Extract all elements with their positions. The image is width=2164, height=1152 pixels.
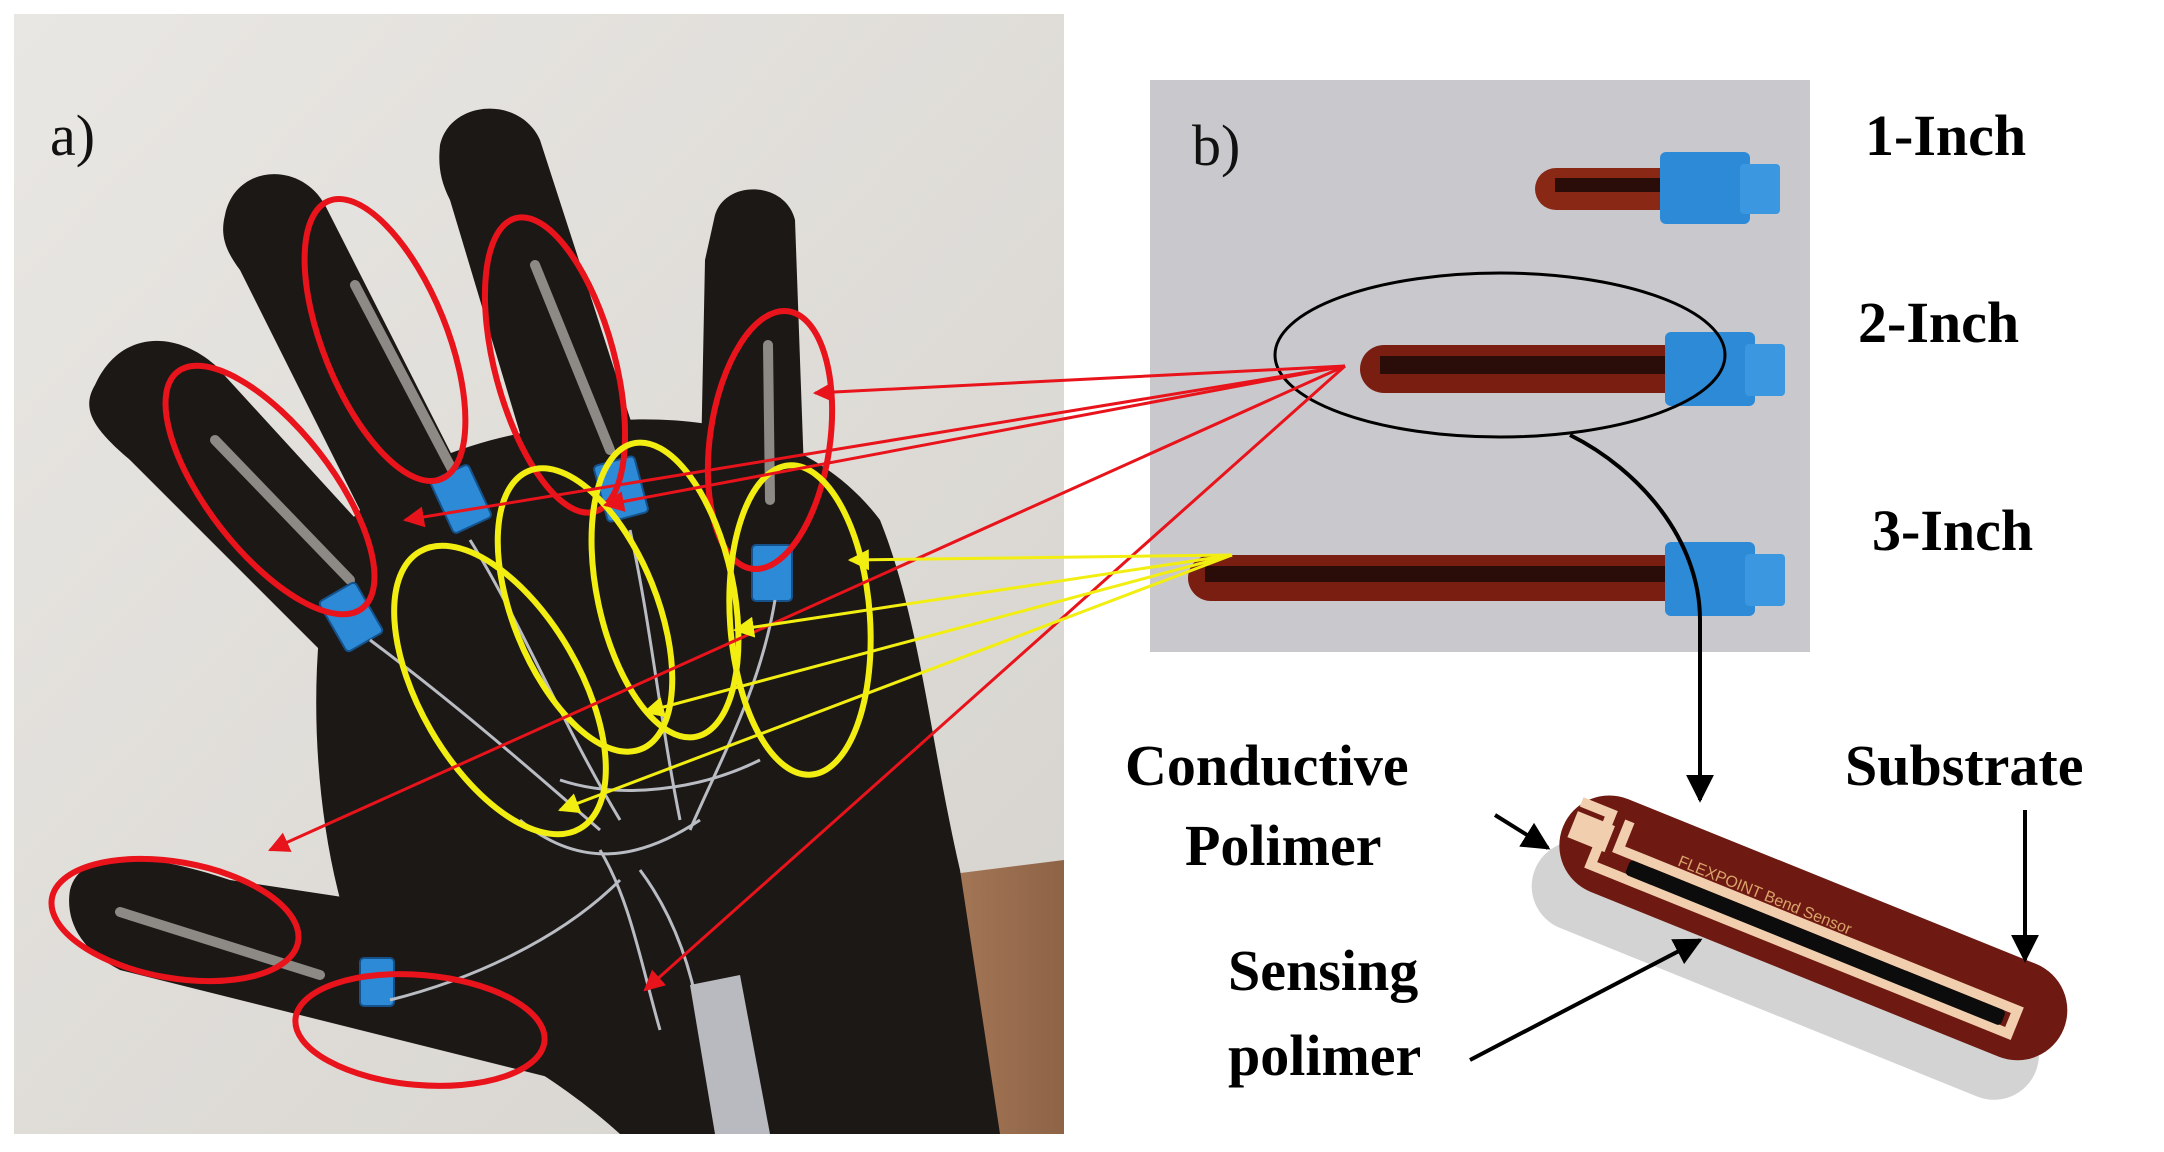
yellow-arrows bbox=[558, 549, 1233, 814]
sensing-polimer-label-1: Sensing bbox=[1228, 938, 1418, 1003]
sensing-polymer-strip bbox=[1625, 860, 2005, 1025]
conductive-trace bbox=[1579, 797, 2024, 1040]
red-ellipse-index bbox=[704, 307, 836, 573]
red-arrows bbox=[268, 364, 1346, 992]
arrow-sensing bbox=[1469, 938, 1703, 1062]
arrow-zoom bbox=[1569, 433, 1714, 803]
size-label-3-inch: 3-Inch bbox=[1872, 498, 2033, 563]
red-ellipse-thumb bbox=[48, 855, 302, 985]
sensor-3-inch bbox=[1188, 542, 1785, 616]
size-label-2-inch: 2-Inch bbox=[1858, 290, 2019, 355]
panel-a-photo: a) bbox=[14, 14, 1064, 1134]
strip-middle bbox=[530, 260, 615, 455]
ribbon-cable bbox=[690, 975, 770, 1134]
glove-sensor-strips bbox=[115, 260, 775, 980]
conductive-polimer-label-2: Polimer bbox=[1185, 813, 1381, 878]
red-ellipse-little bbox=[162, 362, 378, 618]
zoom-ellipse bbox=[1273, 271, 1727, 439]
sensor-2-inch bbox=[1360, 332, 1785, 406]
strip-thumb bbox=[115, 907, 325, 980]
detail-arrows bbox=[1469, 433, 2039, 1062]
strip-little bbox=[210, 435, 355, 585]
sensor-1-inch bbox=[1535, 152, 1780, 224]
sensor-detail: FLEXPOINT Bend Sensor bbox=[1531, 795, 2068, 1100]
flex-sensor-markers bbox=[48, 195, 836, 1089]
panel-a-label: a) bbox=[50, 103, 95, 168]
red-ellipse-thumb-base bbox=[292, 971, 548, 1089]
sensing-polimer-label-2: polimer bbox=[1228, 1023, 1421, 1088]
yellow-ellipse-1 bbox=[391, 542, 609, 838]
yellow-ellipse-2 bbox=[494, 465, 676, 755]
conductive-polimer-label-1: Conductive bbox=[1125, 733, 1409, 798]
panel-b-photo: b) bbox=[1150, 80, 1810, 652]
size-label-1-inch: 1-Inch bbox=[1865, 103, 2026, 168]
yellow-ellipse-4 bbox=[726, 462, 874, 778]
strip-ring bbox=[350, 280, 460, 480]
arrow-conductive bbox=[1493, 813, 1551, 850]
panel-b-label: b) bbox=[1192, 113, 1240, 178]
connector-markers bbox=[391, 439, 874, 838]
substrate-label: Substrate bbox=[1845, 733, 2083, 798]
red-ellipse-ring bbox=[301, 195, 469, 485]
